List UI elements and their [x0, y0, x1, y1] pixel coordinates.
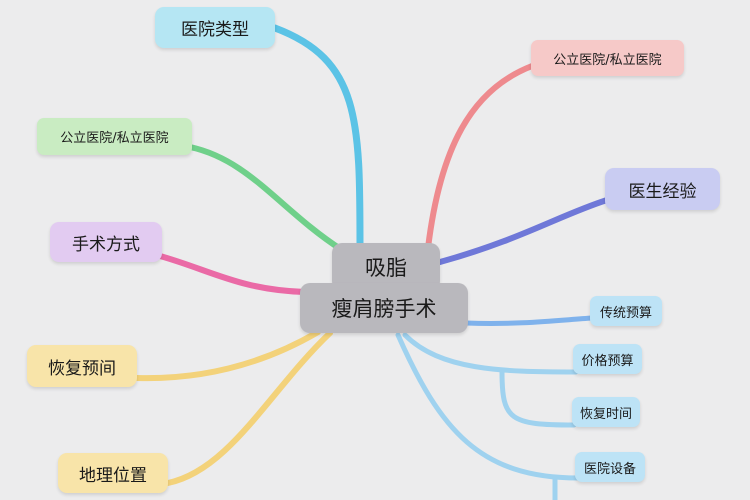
connector-recovery	[134, 329, 321, 382]
node-hospital-equipment[interactable]: 医院设备	[575, 452, 645, 482]
connector-traditional-budget	[463, 315, 595, 326]
node-public-private-right[interactable]: 公立医院/私立医院	[531, 40, 684, 76]
center-node-bottom[interactable]: 瘦肩膀手术	[300, 283, 468, 333]
node-hospital-type[interactable]: 医院类型	[155, 7, 275, 48]
connector-public-private-left	[187, 144, 345, 253]
node-recovery-time[interactable]: 恢复时间	[572, 397, 640, 427]
connector-doctor-experience	[437, 197, 610, 265]
connector-surgery-method	[157, 253, 308, 295]
node-traditional-budget[interactable]: 传统预算	[590, 296, 662, 326]
connector-hospital-equipment	[395, 332, 581, 481]
connector-recovery-time	[499, 369, 577, 428]
node-public-private-left[interactable]: 公立医院/私立医院	[37, 118, 192, 155]
node-doctor-experience[interactable]: 医生经验	[605, 168, 720, 210]
node-recovery[interactable]: 恢复预间	[27, 345, 137, 387]
connector-public-private-right	[425, 63, 535, 251]
node-location[interactable]: 地理位置	[58, 453, 168, 493]
node-surgery-method[interactable]: 手术方式	[50, 222, 162, 262]
node-price-budget[interactable]: 价格预算	[573, 344, 642, 374]
connector-location	[165, 330, 333, 486]
connector-price-budget	[402, 332, 579, 375]
connector-hospital-type	[271, 24, 364, 252]
